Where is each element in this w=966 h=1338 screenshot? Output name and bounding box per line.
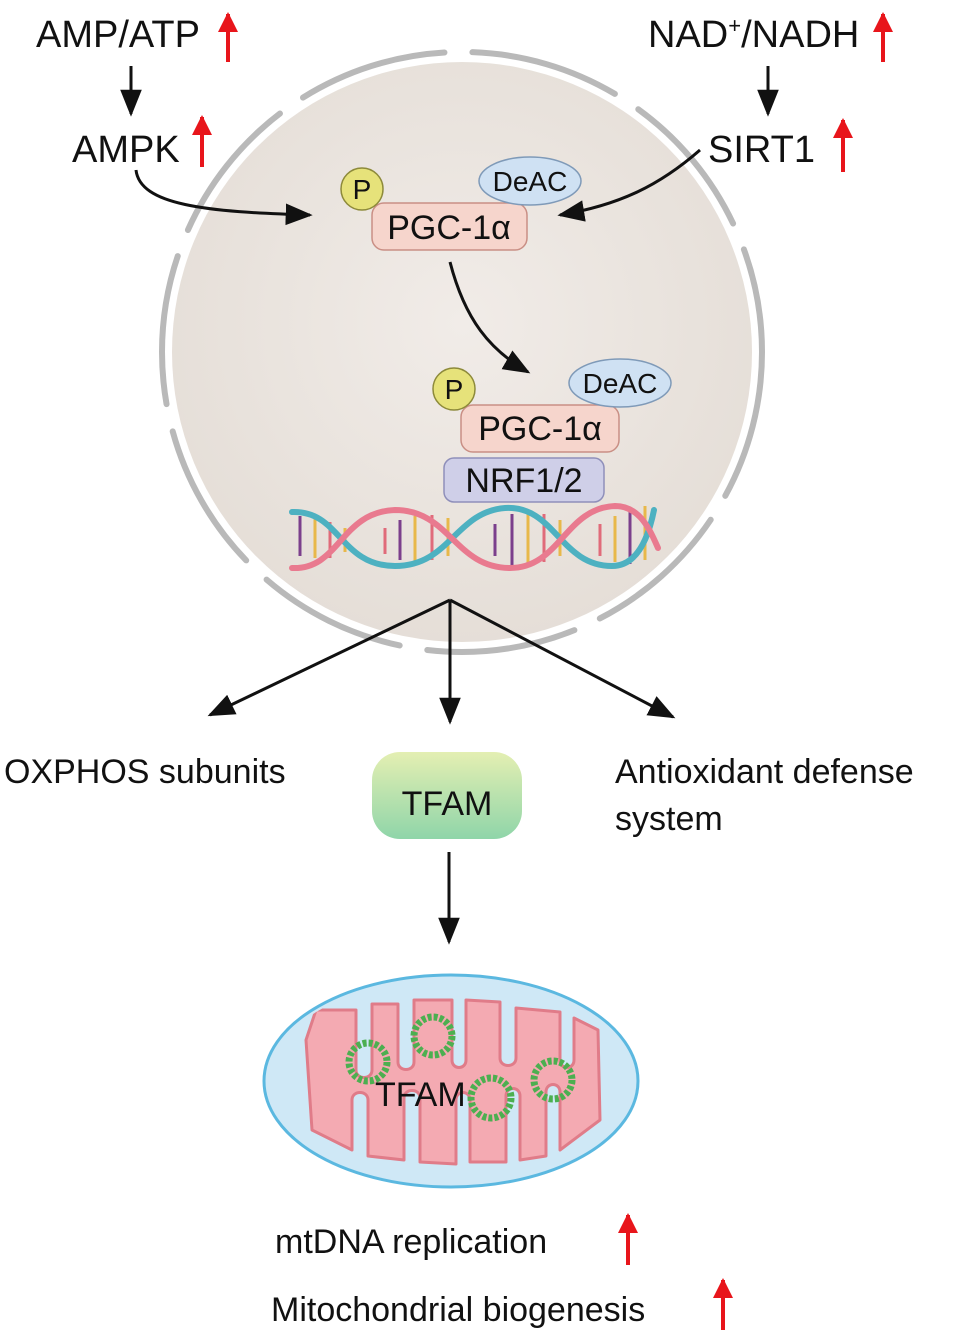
pgc1a-label-top: PGC-1α: [387, 209, 511, 247]
nuclear-envelope: [159, 49, 765, 655]
dna-strand-blue: [289, 504, 657, 570]
amp-atp-label: AMP/ATP: [36, 14, 200, 56]
pgc-to-nrf-arrow: [448, 261, 531, 374]
phosphate-label-top: P: [353, 174, 372, 205]
phosphate-circle-bottom: [432, 367, 476, 411]
dna-base-pairs: [298, 506, 647, 566]
nrf-label: NRF1/2: [465, 462, 582, 500]
antioxidant-label-line1: Antioxidant defense: [615, 753, 914, 791]
dna-helix: [289, 502, 661, 572]
branch-left-arrow: [207, 598, 451, 717]
pgc1a-label-bottom: PGC-1α: [478, 410, 602, 448]
mtdna-ring: [467, 1074, 515, 1122]
antioxidant-label-line2: system: [615, 800, 723, 838]
oxphos-label: OXPHOS subunits: [4, 753, 286, 791]
sirt1-label: SIRT1: [708, 129, 815, 171]
mtdna-ring: [530, 1057, 576, 1103]
deac-label-top: DeAC: [493, 166, 568, 197]
mtdna-replication-label: mtDNA replication: [275, 1223, 547, 1261]
mtdna-ring: [410, 1013, 456, 1059]
ampk-to-pgc-arrow: [134, 169, 313, 226]
nad-nadh-label: NAD+/NADH: [648, 13, 859, 56]
mitochondrion: TFAM: [262, 973, 640, 1189]
mtdna-ring: [345, 1039, 391, 1085]
pgc1a-nrf-complex: PGC-1α P DeAC NRF1/2: [432, 358, 672, 503]
deac-label-bottom: DeAC: [583, 368, 658, 399]
nucleus: [159, 49, 765, 655]
pgc1a-complex-top: PGC-1α P DeAC: [340, 156, 582, 251]
deac-ellipse-bottom: [568, 358, 672, 408]
deac-ellipse-top: [478, 156, 582, 206]
pgc1a-box-top: [371, 202, 528, 251]
sirt1-to-pgc-arrow: [557, 148, 701, 222]
mitochondrial-biogenesis-label: Mitochondrial biogenesis: [271, 1291, 645, 1329]
ampk-label: AMPK: [72, 129, 180, 171]
dna-strand-pink: [289, 502, 661, 572]
pgc1a-box-bottom: [460, 404, 620, 453]
branch-right-arrow: [449, 598, 676, 719]
nrf-box: [443, 457, 605, 503]
tfam-box: [372, 752, 522, 839]
phosphate-circle-top: [340, 167, 384, 211]
mtdna-rings: [345, 1013, 576, 1122]
tfam-label: TFAM: [402, 785, 493, 823]
mito-cristae: [304, 998, 602, 1166]
mito-tfam-label: TFAM: [375, 1076, 466, 1114]
phosphate-label-bottom: P: [445, 374, 464, 405]
